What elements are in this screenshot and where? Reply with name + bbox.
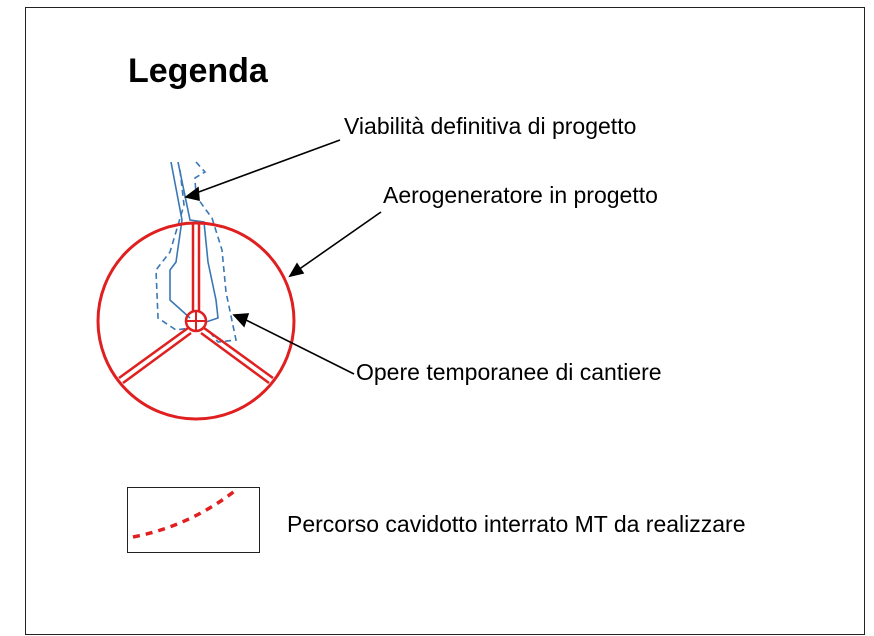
leader-viabilita — [195, 139, 341, 194]
arrowhead-opere — [232, 313, 250, 328]
leader-lines — [184, 139, 382, 375]
turbine-symbol — [96, 221, 296, 421]
arrowhead-aerogeneratore — [288, 262, 305, 278]
cable-route-swatch-box — [127, 487, 260, 553]
road-symbol — [155, 161, 237, 343]
label-cavidotto: Percorso cavidotto interrato MT da reali… — [287, 511, 746, 537]
road-edge-left — [169, 161, 191, 319]
label-viabilita: Viabilità definitiva di progetto — [344, 113, 637, 139]
leader-aerogeneratore — [297, 211, 382, 271]
label-opere-temporanee: Opere temporanee di cantiere — [356, 359, 662, 385]
road-edge-right — [177, 161, 219, 323]
temporary-works-outline — [194, 161, 237, 343]
legend-title: Legenda — [128, 52, 268, 90]
leader-opere — [245, 319, 355, 375]
cable-route-line — [132, 488, 238, 539]
temporary-works-outline-left — [155, 169, 191, 331]
label-aerogeneratore: Aerogeneratore in progetto — [383, 182, 658, 208]
arrowhead-viabilita — [184, 186, 200, 202]
rotor-circle — [96, 221, 296, 421]
